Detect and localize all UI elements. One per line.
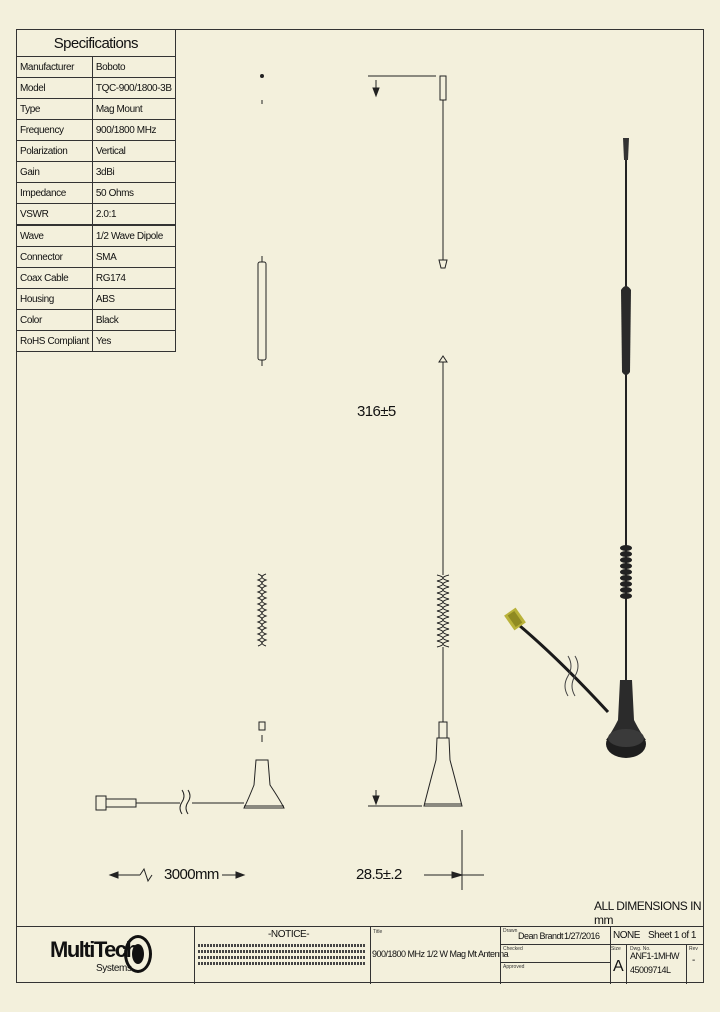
cable-length-dimension: 3000mm <box>164 866 219 883</box>
notice-cell <box>194 927 370 984</box>
spec-value: Yes <box>91 330 176 352</box>
logo-ring-icon <box>124 935 152 973</box>
exploded-view <box>95 74 285 815</box>
title-label: Title <box>373 929 383 935</box>
spec-value: 50 Ohms <box>91 182 176 204</box>
dwg-number: ANF1-1MHW <box>630 951 680 961</box>
checked-label: Checked <box>503 946 523 952</box>
drawn-by: Dean Brandt <box>518 931 564 941</box>
render-coil <box>620 545 632 599</box>
elevation-coil <box>436 574 450 648</box>
title-cell <box>370 927 500 984</box>
company-logo-sub: Systems <box>96 963 132 974</box>
size-label: Size <box>611 946 621 952</box>
rev-value: - <box>692 955 695 966</box>
units-note: ALL DIMENSIONS IN mm <box>594 899 702 927</box>
size-value: A <box>613 958 624 975</box>
title-block: MultiTech Systems -NOTICE- Title 900/180… <box>16 926 704 984</box>
elevation-view <box>108 75 484 890</box>
drawn-cell <box>500 927 610 984</box>
spec-label: Wave <box>16 224 93 247</box>
exploded-coil <box>256 573 268 647</box>
rev-label: Rev <box>689 946 698 952</box>
sheet-number: Sheet 1 of 1 <box>648 930 696 941</box>
approved-label: Approved <box>503 964 525 970</box>
part-number: 45009714L <box>630 965 671 975</box>
spec-label: RoHS Compliant <box>16 330 93 352</box>
notice-body <box>198 941 366 968</box>
drawing-border <box>16 29 704 983</box>
spec-label: Impedance <box>16 182 93 204</box>
antenna-render <box>504 138 646 758</box>
notice-title: -NOTICE- <box>268 929 310 940</box>
dwg-no-label: Dwg. No. <box>630 946 651 952</box>
scale-value: NONE <box>613 930 640 941</box>
drawn-label: Drawn <box>503 928 518 934</box>
base-diameter-dimension: 28.5±.2 <box>356 866 402 883</box>
height-dimension: 316±5 <box>357 403 396 420</box>
drawing-title: 900/1800 MHz 1/2 W Mag Mt Antenna <box>372 949 509 959</box>
drawn-date: 1/27/2016 <box>564 931 600 941</box>
